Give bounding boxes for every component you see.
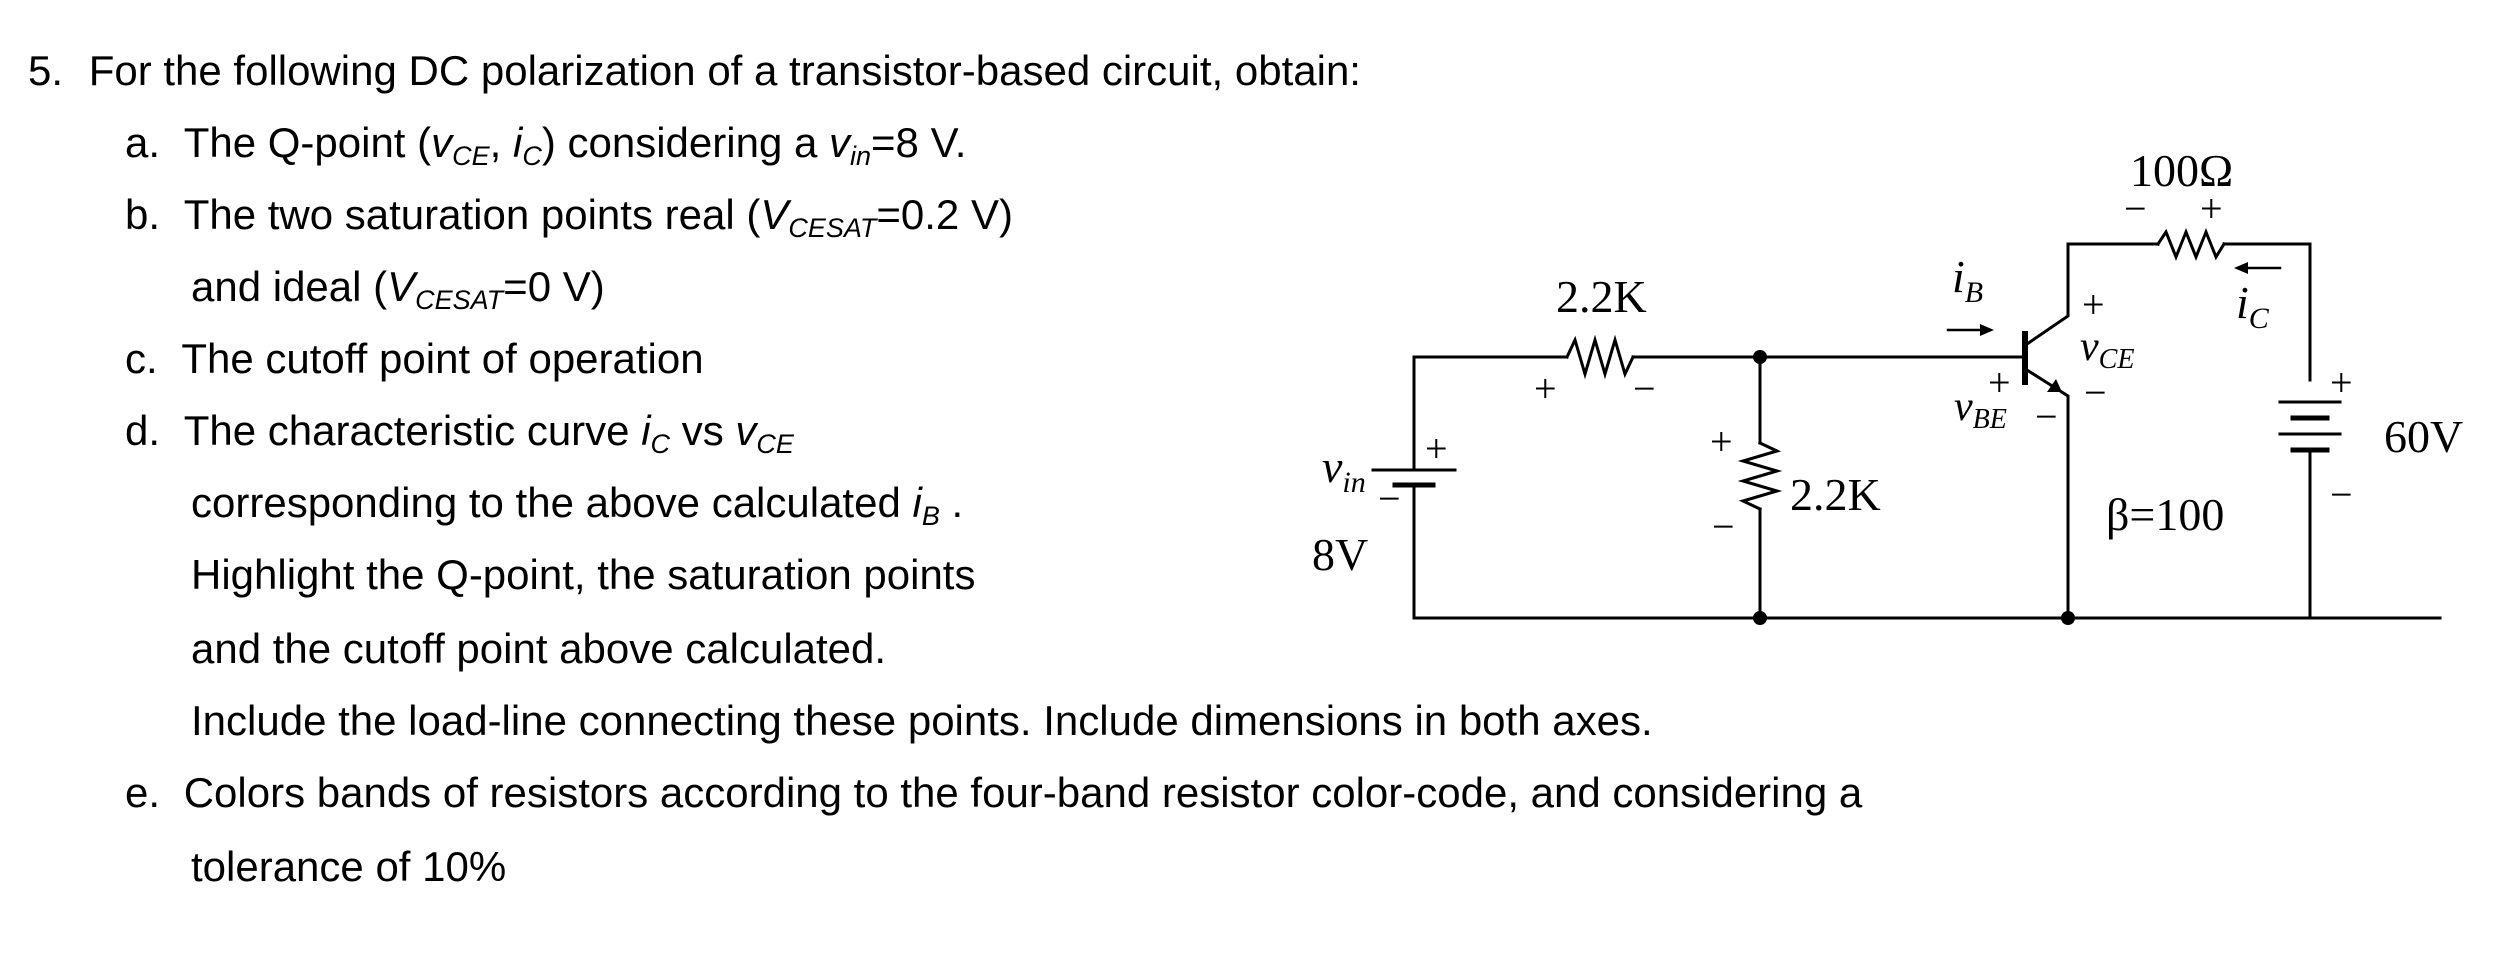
problem-number: 5. xyxy=(28,47,64,94)
item-d-line-5: Include the load-line connecting these p… xyxy=(191,697,1653,744)
problem-heading: 5. For the following DC polarization of … xyxy=(28,46,1361,96)
resistor-base-plus: + xyxy=(1534,366,1557,411)
item-c-text: The cutoff point of operation xyxy=(181,335,704,382)
resistor-shunt-plus: + xyxy=(1710,419,1733,464)
vin-value: 8V xyxy=(1312,529,1368,580)
wire-collector-right xyxy=(2222,242,2312,382)
ib-label: iB xyxy=(1952,251,1983,309)
problem-intro: For the following DC polarization of a t… xyxy=(88,47,1361,94)
resistor-collector-label: 100Ω xyxy=(2130,145,2233,196)
vcc-plus: + xyxy=(2330,360,2353,405)
item-b-text-2: and ideal (VCESAT=0 V) xyxy=(191,263,605,315)
junction-dot-bottom-left xyxy=(1753,611,1767,625)
item-e: e. Colors bands of resistors according t… xyxy=(125,769,1863,816)
vcc-label: 60V xyxy=(2384,411,2463,462)
item-d-text-1: The characteristic curve iC vs vCE xyxy=(183,407,794,459)
vbe-label: vBE xyxy=(1954,384,2007,435)
item-d-text-2: corresponding to the above calculated iB… xyxy=(191,479,964,531)
vce-minus: − xyxy=(2084,370,2107,415)
ic-arrowhead xyxy=(2234,262,2248,274)
vin-label: vin xyxy=(1322,441,1366,499)
resistor-collector-plus: + xyxy=(2200,186,2223,231)
vbe-minus: − xyxy=(2035,394,2058,439)
emitter-arrowhead xyxy=(2047,379,2062,392)
item-d-line-2: corresponding to the above calculated iB… xyxy=(191,478,964,531)
junction-dot-top xyxy=(1753,350,1767,364)
wire-left-top xyxy=(1412,355,1569,472)
item-d-line-4: and the cutoff point above calculated. xyxy=(191,625,887,672)
item-a: a. The Q-point (vCE, iC) considering a v… xyxy=(125,119,967,171)
resistor-shunt-minus: − xyxy=(1712,504,1735,549)
ic-label: iC xyxy=(2236,277,2270,335)
item-e-line-2: tolerance of 10% xyxy=(191,843,507,890)
item-b-text-1: The two saturation points real (VCESAT=0… xyxy=(183,191,1013,243)
resistor-shunt-symbol xyxy=(1737,441,1783,511)
resistor-base-minus: − xyxy=(1633,366,1656,411)
vin-plus: + xyxy=(1425,426,1448,471)
junction-dot-bottom-right xyxy=(2061,611,2075,625)
item-b: b. The two saturation points real (VCESA… xyxy=(125,191,1013,243)
resistor-collector-symbol xyxy=(2155,227,2227,262)
item-a-text: The Q-point (vCE, iC) considering a vin=… xyxy=(183,119,967,171)
vin-minus: − xyxy=(1378,476,1401,521)
wire-left-lower xyxy=(1412,483,2442,620)
ib-arrowhead xyxy=(1980,324,1994,336)
item-c: c. The cutoff point of operation xyxy=(125,335,704,382)
item-b-line-2: and ideal (VCESAT=0 V) xyxy=(191,262,605,315)
item-d: d. The characteristic curve iC vs vCE xyxy=(125,407,794,459)
resistor-base-label: 2.2K xyxy=(1556,271,1647,322)
beta-label: β=100 xyxy=(2106,489,2224,540)
resistor-shunt-label: 2.2K xyxy=(1790,469,1881,520)
transistor-collector-lead xyxy=(2024,242,2160,347)
transistor-emitter-lead xyxy=(2024,367,2070,620)
vbe-plus: + xyxy=(1988,360,2011,405)
vcc-minus: − xyxy=(2330,472,2353,517)
item-d-line-3: Highlight the Q-point, the saturation po… xyxy=(191,551,976,598)
vce-label: vCE xyxy=(2080,324,2134,375)
resistor-collector-minus: − xyxy=(2124,186,2147,231)
vce-plus: + xyxy=(2082,282,2105,327)
item-e-text-1: Colors bands of resistors according to t… xyxy=(183,769,1863,816)
resistor-base-symbol xyxy=(1565,334,1635,380)
